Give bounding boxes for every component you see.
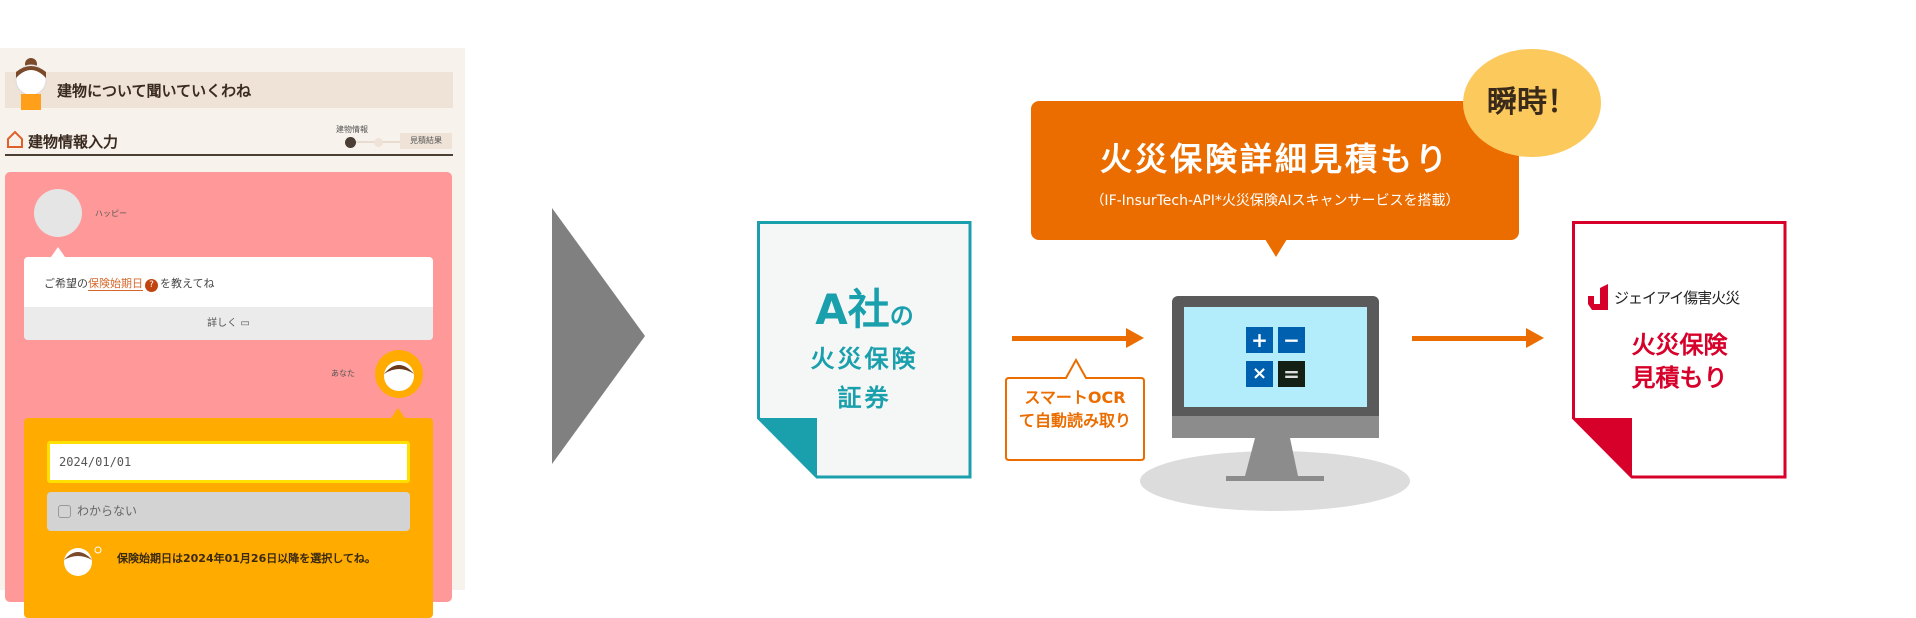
ocr-callout [1005, 358, 1145, 461]
step-dot-current [345, 137, 356, 148]
bubble-pointer-down [1265, 239, 1287, 257]
step-label: 建物情報 [336, 125, 368, 134]
mascot-icon [15, 58, 47, 110]
unknown-checkbox-row[interactable]: わからない [47, 492, 410, 531]
arrow-right-icon-2 [1412, 328, 1544, 348]
header-band [5, 72, 453, 108]
details-button[interactable]: 詳しく ▭ [24, 307, 433, 340]
details-label: 詳しく [207, 318, 238, 329]
hint-text: 保険始期日は2024年01月26日以降を選択してね。 [117, 552, 376, 565]
user-avatar [375, 350, 423, 398]
ocr-line1: スマートOCR [1024, 388, 1126, 407]
brand-name: ジェイアイ傷害火災 [1614, 289, 1740, 307]
house-icon [7, 130, 23, 148]
step-dot [374, 138, 383, 147]
estimate-document-icon [1572, 221, 1787, 479]
policy-doc-text: A社の 火災保険 証券 [757, 276, 972, 413]
arrow-right-icon [1012, 328, 1144, 348]
plus-key: + [1246, 327, 1273, 353]
equals-key: = [1278, 361, 1305, 387]
user-name: あなた [331, 369, 355, 378]
step-result: 見積結果 [400, 133, 452, 149]
service-subtitle: （IF-InsurTech-API*火災保険AIスキャンサービスを搭載） [1090, 193, 1460, 209]
instant-badge: 瞬時！ [1463, 49, 1601, 157]
header-text: 建物について聞いていくわね [57, 82, 252, 100]
unknown-label: わからない [77, 504, 138, 518]
checkbox[interactable] [58, 505, 71, 518]
company-suffix: の [889, 302, 914, 330]
ocr-line2: て自動読み取り [1018, 411, 1131, 430]
minus-key: − [1278, 327, 1305, 353]
bot-avatar [34, 189, 82, 237]
policy-line2: 火災保険 [810, 345, 919, 373]
divider [5, 154, 453, 156]
service-title: 火災保険詳細見積もり [1099, 140, 1450, 178]
help-icon[interactable]: ? [145, 279, 158, 292]
bot-name: ハッピー [95, 209, 127, 218]
start-date-input[interactable]: 2024/01/01 [47, 441, 410, 483]
estimate-doc-text: 火災保険 見積もり [1572, 329, 1787, 395]
ocr-text: スマートOCR て自動読み取り [1004, 386, 1146, 432]
estimate-line2: 見積もり [1631, 364, 1728, 392]
answer-pointer [391, 408, 405, 418]
service-bubble: 火災保険詳細見積もり （IF-InsurTech-API*火災保険AIスキャンサ… [1031, 101, 1519, 240]
brand-logo-icon [1588, 284, 1608, 310]
company-label: A社 [815, 285, 890, 334]
question-text: ご希望の [44, 277, 88, 290]
big-arrow-icon [552, 208, 645, 464]
policy-document-icon [757, 221, 972, 479]
multiply-key: × [1246, 361, 1273, 387]
question-text-suffix: を教えてね [160, 277, 215, 290]
bubble-pointer [51, 247, 65, 257]
start-date-link[interactable]: 保険始期日 [88, 277, 143, 291]
policy-line3: 証券 [837, 384, 892, 412]
estimate-line1: 火災保険 [1631, 331, 1728, 359]
computer-monitor-icon [1140, 296, 1410, 511]
book-icon: ▭ [240, 318, 250, 329]
mascot-small-icon [64, 546, 102, 576]
bot-message: ご希望の保険始期日?を教えてね 詳しく ▭ [24, 257, 433, 340]
section-title: 建物情報入力 [28, 133, 119, 151]
